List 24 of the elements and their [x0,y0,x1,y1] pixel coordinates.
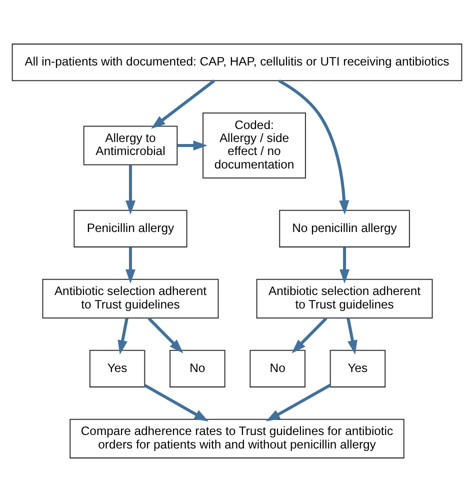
node-box: Penicillin allergy [74,209,188,247]
arrow [292,316,328,353]
arrow [346,317,358,354]
node-box: All in-patients with documented: CAP, HAP, cellulitis or UTI receiving antibiotics [12,43,462,81]
arrow [126,164,136,214]
node-box: No [250,349,306,387]
node-box: No penicillin allergy [279,209,410,247]
node-box: Yes [330,349,386,387]
node-box: Compare adherence rates to Trust guidelines for antibiotic orders for patients with and without penicillin allergy [70,418,404,458]
arrow [266,383,332,421]
arrow [144,383,209,422]
node-box: Antibiotic selection adherent to Trust guidelines [256,278,433,318]
arrow [118,317,128,354]
node-box: Coded: Allergy / side effect / no documentation [202,112,306,178]
arrow [148,316,184,353]
arrow [177,140,208,150]
arrow [126,246,136,284]
node-box: Allergy to Antimicrobial [83,125,178,165]
arrow [278,78,350,214]
arrow [340,246,350,284]
node-box: Yes [89,349,146,387]
arrow [151,79,216,128]
node-box: No [170,349,226,387]
node-box: Antibiotic selection adherent to Trust guidelines [42,278,219,318]
